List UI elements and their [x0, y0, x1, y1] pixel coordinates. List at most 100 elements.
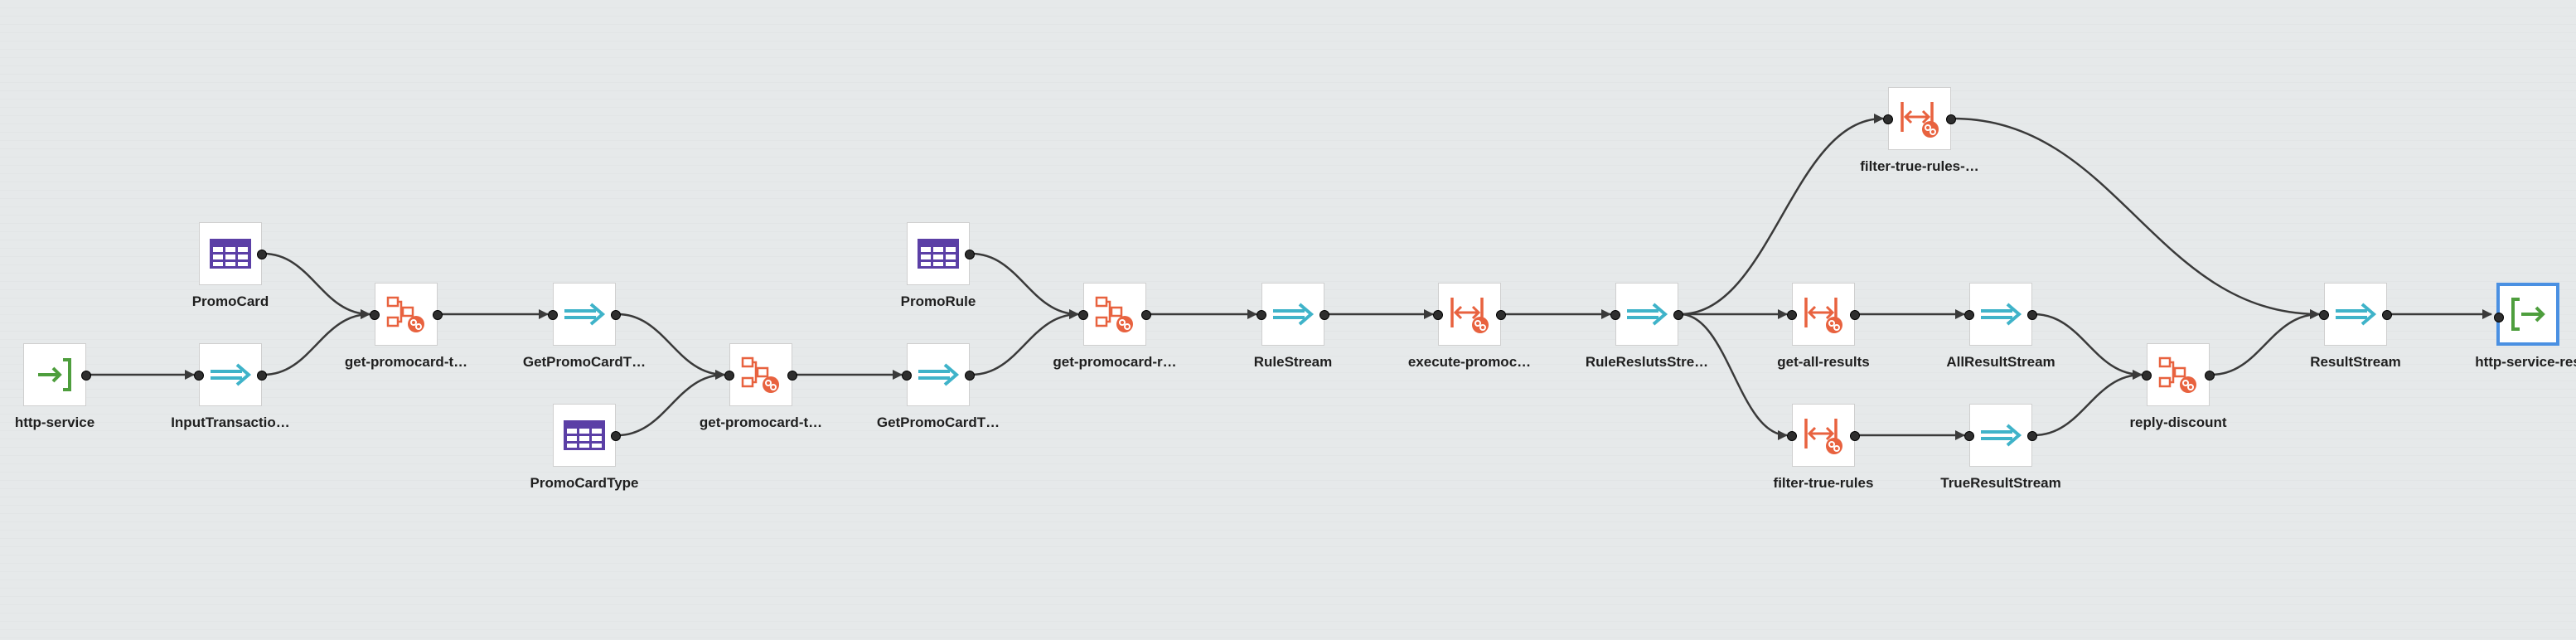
output-port[interactable]: [611, 431, 621, 441]
node-GetPromoCardT1[interactable]: [548, 283, 621, 346]
node-PromoRule[interactable]: [907, 222, 975, 285]
output-port[interactable]: [433, 310, 443, 320]
table-icon: [210, 239, 251, 269]
output-port[interactable]: [257, 371, 267, 381]
node-label: execute-promoc…: [1407, 354, 1532, 370]
node-label: AllResultStream: [1946, 354, 2055, 370]
input-port[interactable]: [1964, 431, 1974, 441]
node-label: PromoRule: [900, 293, 976, 309]
input-port[interactable]: [1078, 310, 1088, 320]
node-http-service[interactable]: [23, 343, 91, 406]
node-RuleResultsStream[interactable]: [1610, 283, 1683, 346]
output-port[interactable]: [257, 250, 267, 259]
service-input-icon: [38, 358, 71, 391]
stream-icon: [918, 363, 960, 386]
edge-PromoCard-to-get-promocard-t1[interactable]: [263, 252, 370, 319]
node-get-all-results[interactable]: [1787, 283, 1860, 346]
edge-RuleResultsStream-to-filter-true-rules[interactable]: [1679, 313, 1788, 440]
stream-icon: [211, 363, 252, 386]
node-get-promocard-t1[interactable]: [370, 283, 443, 346]
input-port[interactable]: [902, 371, 912, 381]
node-execute-promoc[interactable]: [1433, 283, 1506, 346]
edge-reply-discount-to-ResultStream[interactable]: [2210, 309, 2320, 376]
edge-TrueResultStream-to-reply-discount[interactable]: [2033, 370, 2143, 437]
input-port[interactable]: [548, 310, 558, 320]
node-PromoCardType[interactable]: [553, 404, 621, 467]
join-icon: [741, 356, 779, 393]
input-port[interactable]: [1787, 310, 1797, 320]
edge-AllResultStream-to-reply-discount[interactable]: [2033, 313, 2143, 380]
filter-icon: [1804, 298, 1842, 333]
node-ResultStream[interactable]: [2319, 283, 2392, 346]
input-port[interactable]: [1610, 310, 1620, 320]
filter-icon: [1901, 102, 1939, 138]
node-http-service-res[interactable]: [2494, 283, 2559, 346]
output-port[interactable]: [1850, 431, 1860, 441]
output-port[interactable]: [2027, 431, 2037, 441]
node-label: PromoCardType: [530, 475, 639, 491]
node-label: get-promocard-t…: [699, 415, 823, 430]
output-port[interactable]: [1141, 310, 1151, 320]
edge-PromoCardType-to-get-promocard-t2[interactable]: [617, 370, 725, 437]
output-port[interactable]: [965, 371, 975, 381]
input-port[interactable]: [1433, 310, 1443, 320]
filter-icon: [1804, 419, 1842, 454]
input-port[interactable]: [194, 371, 204, 381]
output-port[interactable]: [965, 250, 975, 259]
node-AllResultStream[interactable]: [1964, 283, 2037, 346]
join-icon: [386, 296, 424, 332]
edge-GetPromoCardT2-to-get-promocard-r[interactable]: [971, 309, 1079, 376]
output-port[interactable]: [1673, 310, 1683, 320]
node-GetPromoCardT2[interactable]: [902, 343, 975, 406]
input-port[interactable]: [1883, 114, 1893, 124]
node-get-promocard-t2[interactable]: [724, 343, 797, 406]
stream-icon: [564, 303, 606, 326]
output-port[interactable]: [1496, 310, 1506, 320]
output-port[interactable]: [787, 371, 797, 381]
output-port[interactable]: [81, 371, 91, 381]
node-filter-true-rules-2[interactable]: [1883, 87, 1956, 150]
output-port[interactable]: [611, 310, 621, 320]
filter-icon: [1450, 298, 1489, 333]
node-RuleStream[interactable]: [1257, 283, 1329, 346]
node-TrueResultStream[interactable]: [1964, 404, 2037, 467]
edge-RuleResultsStream-to-filter-true-rules-2[interactable]: [1679, 114, 1884, 316]
node-InputTransaction[interactable]: [194, 343, 267, 406]
node-get-promocard-r[interactable]: [1078, 283, 1151, 346]
node-label: http-service: [14, 415, 95, 430]
stream-icon: [2336, 303, 2377, 326]
input-port[interactable]: [2319, 310, 2329, 320]
edge-PromoRule-to-get-promocard-r[interactable]: [971, 252, 1079, 319]
output-port[interactable]: [1946, 114, 1956, 124]
input-port[interactable]: [2142, 371, 2152, 381]
node-label: get-promocard-r…: [1053, 354, 1177, 370]
node-label: filter-true-rules-…: [1860, 158, 1979, 174]
node-label: ResultStream: [2310, 354, 2401, 370]
input-port[interactable]: [724, 371, 734, 381]
node-label: GetPromoCardT…: [876, 415, 1000, 430]
join-icon: [1095, 296, 1133, 332]
node-filter-true-rules[interactable]: [1787, 404, 1860, 467]
table-icon: [918, 239, 959, 269]
node-label: get-all-results: [1777, 354, 1870, 370]
output-port[interactable]: [2382, 310, 2392, 320]
input-port[interactable]: [2494, 313, 2504, 322]
input-port[interactable]: [1787, 431, 1797, 441]
input-port[interactable]: [370, 310, 380, 320]
input-port[interactable]: [1257, 310, 1266, 320]
edge-filter-true-rules-2-to-ResultStream[interactable]: [1952, 117, 2320, 319]
node-label: RuleStream: [1253, 354, 1333, 370]
output-port[interactable]: [1850, 310, 1860, 320]
input-port[interactable]: [1964, 310, 1974, 320]
stream-icon: [1981, 303, 2022, 326]
output-port[interactable]: [2027, 310, 2037, 320]
node-PromoCard[interactable]: [199, 222, 267, 285]
node-reply-discount[interactable]: [2142, 343, 2215, 406]
edge-InputTransaction-to-get-promocard-t1[interactable]: [263, 309, 370, 376]
edge-GetPromoCardT1-to-get-promocard-t2[interactable]: [617, 313, 725, 380]
node-label: RuleReslutsStre…: [1585, 354, 1709, 370]
output-port[interactable]: [2205, 371, 2215, 381]
output-port[interactable]: [1319, 310, 1329, 320]
stream-icon: [1273, 303, 1315, 326]
